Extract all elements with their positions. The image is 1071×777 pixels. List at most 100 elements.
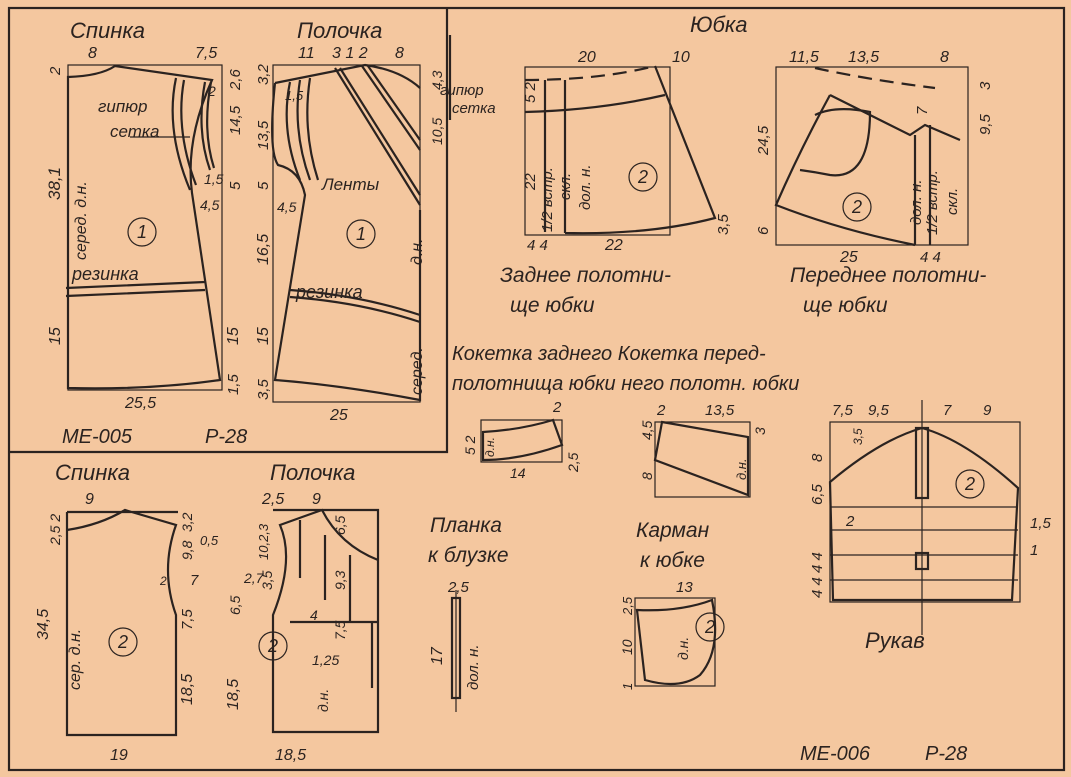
piece-sheet2-front-piece: 2	[267, 636, 278, 656]
dimension-sheet1-back-dims-5: 2	[207, 83, 216, 99]
dimension-sheet1-back-dims-7: 1,5	[204, 171, 224, 187]
label-sheet1-back-lace: гипюр	[98, 97, 147, 116]
dimension-sheet1-front-dims-2: 8	[395, 45, 404, 62]
label-sheet1-front-elastic: резинка	[295, 282, 363, 302]
dimension-sheet2-front-dims-7: 9,3	[332, 570, 348, 590]
dimension-sheet1-front-dims-6: 5	[255, 181, 272, 190]
piece-number-circle	[842, 192, 872, 222]
dimension-sheet1-back-dims-11: 15	[225, 327, 242, 345]
caption-skirt-yoke_caption1: Кокетка заднего Кокетка перед-	[452, 343, 766, 365]
label-sheet2-front-grain: д.н.	[315, 689, 331, 712]
label-sheet1-back-mesh: сетка	[110, 122, 159, 141]
dimension-sheet2-front-dims-1: 9	[312, 491, 321, 508]
piece-skirt-back-piece: 2	[637, 167, 648, 187]
dimension-sheet1-back-dims-12: 1,5	[225, 373, 242, 395]
dimension-sheet2-sleeve-dims-9: 1,5	[1030, 515, 1052, 532]
label-skirt-back-pleat: скл.	[557, 173, 574, 200]
label-sheet1-front-grain: д.н.	[409, 238, 426, 265]
dimension-skirt-front_yoke-dims-3: 3	[752, 427, 768, 435]
dimension-sheet1-front-dims-0: 11	[298, 45, 315, 62]
dimension-sheet2-front-dims-4: 3,5	[259, 570, 275, 590]
dimension-sheet1-front-dims-7: 4,5	[277, 199, 297, 215]
label-skirt-front_yoke-grain: д.н.	[734, 458, 749, 480]
title-sheet2-pocket-title2: к юбке	[640, 549, 705, 572]
front-bodice-1-outline	[271, 63, 422, 403]
dimension-skirt-back-dims-5: 22	[604, 237, 623, 254]
dimension-sheet1-front-dims-9: 15	[255, 327, 272, 345]
dimension-sheet2-back-dims-1: 2,5 2	[47, 514, 63, 546]
dimension-sheet2-sleeve-dims-4: 3,5	[851, 428, 865, 445]
front-bodice-2-outline	[271, 508, 380, 734]
dimension-sheet2-front-dims-8: 4	[310, 607, 318, 623]
dimension-sheet2-sleeve-dims-7: 4 4 4 4	[809, 552, 826, 598]
dimension-sheet2-sleeve-dims-5: 8	[809, 453, 826, 462]
dimension-skirt-front-dims-8: 25	[839, 249, 858, 266]
label-sheet1-front-lace: гипюр	[440, 82, 484, 99]
label-sheet1-front-ribbons: Ленты	[321, 175, 380, 194]
dimension-skirt-back-dims-4: 4 4	[527, 237, 548, 254]
dimension-sheet2-back-dims-4: 0,5	[200, 533, 219, 548]
dimension-skirt-back-dims-3: 22	[522, 173, 539, 191]
dimension-skirt-back_yoke-dims-3: 2,5	[565, 452, 581, 473]
label-sheet2-placket-grain: дол. н.	[465, 644, 482, 690]
dimension-sheet1-front-dims-12: 4,3	[429, 70, 445, 90]
label-sheet1-front-center: серед.	[409, 347, 426, 395]
caption-skirt-back-caption2: ще юбки	[510, 294, 595, 317]
dimension-sheet1-back-dims-2: 2	[47, 66, 64, 76]
label-skirt-back-grain: дол. н.	[577, 164, 594, 210]
dimension-sheet2-front-dims-9: 7,5	[332, 620, 348, 640]
dimension-sheet2-sleeve-dims-2: 7	[943, 402, 952, 419]
label-skirt-front-pleat: скл.	[944, 188, 961, 215]
dimension-skirt-front-dims-7: 6	[755, 226, 772, 235]
label-skirt-front-grain: дол. н.	[908, 179, 925, 225]
dimension-sheet1-front-dims-3: 3,2	[255, 63, 272, 85]
piece-number-circle	[695, 612, 725, 642]
dimension-skirt-back-dims-2: 5 2	[522, 81, 539, 103]
dimension-sheet2-sleeve-dims-8: 2	[845, 513, 855, 530]
label-sheet2-back-center: сер. д.н.	[67, 629, 84, 690]
piece-number-circle	[346, 219, 376, 249]
dimension-sheet2-back-dims-2: 3,2	[179, 512, 195, 532]
dimension-sheet2-front-dims-0: 2,5	[261, 491, 284, 508]
dimension-sheet1-front-dims-8: 16,5	[255, 234, 272, 265]
dimension-skirt-front-dims-5: 7	[914, 106, 931, 115]
dimension-sheet2-front-dims-2: 10,2,3	[256, 523, 271, 560]
caption-skirt-yoke_caption2: полотнища юбки него полотн. юбки	[452, 373, 799, 395]
pocket-outline	[634, 597, 717, 687]
dimension-sheet2-back-dims-7: 7,5	[179, 608, 196, 630]
label-sheet1-back-center: серед. д.н.	[73, 181, 90, 260]
title-sheet2-back-title: Спинка	[55, 460, 130, 485]
code-sheet1-code: МЕ-005	[62, 426, 133, 448]
dimension-skirt-front_yoke-dims-2: 4,5	[639, 420, 655, 440]
dimension-skirt-front-dims-4: 24,5	[755, 125, 772, 156]
piece-sheet2-pocket-piece: 2	[704, 617, 715, 637]
dimension-sheet2-sleeve-dims-1: 9,5	[868, 402, 890, 419]
piece-number-circle	[955, 469, 985, 499]
frame	[7, 6, 1066, 772]
label-skirt-back_yoke-grain: д.н.	[483, 437, 497, 457]
label-skirt-front-half_insert: 1/2 встр.	[924, 170, 941, 235]
dimension-skirt-back-dims-1: 10	[672, 49, 690, 66]
dimension-sheet1-back-dims-0: 8	[88, 45, 97, 62]
piece-sheet2-sleeve-piece: 2	[964, 474, 975, 494]
sleeve-outline	[828, 400, 1021, 635]
piece-number-circle	[258, 631, 288, 661]
dimension-skirt-front-dims-6: 9,5	[977, 113, 994, 135]
label-sheet2-pocket-grain: д.н.	[675, 637, 691, 660]
piece-sheet2-back-piece: 2	[117, 632, 128, 652]
dimension-sheet2-sleeve-dims-6: 6,5	[809, 483, 826, 505]
dimension-sheet1-back-dims-9: 38,1	[45, 167, 64, 200]
dimension-sheet2-back-dims-10: 19	[110, 747, 128, 764]
dimension-sheet1-front-dims-1: 3 1 2	[332, 45, 368, 62]
dimension-skirt-front-dims-1: 13,5	[848, 49, 879, 66]
dimension-sheet2-sleeve-dims-0: 7,5	[832, 402, 854, 419]
dimension-sheet2-back-dims-8: 34,5	[35, 609, 52, 640]
dimension-sheet1-front-dims-10: 3,5	[255, 378, 272, 400]
piece-number-circle	[628, 162, 658, 192]
dimension-sheet2-back-dims-6: 7	[190, 572, 199, 589]
piece-number-circle	[127, 217, 157, 247]
dimension-sheet1-front-dims-11: 25	[329, 407, 348, 424]
code-sheet2-code: МЕ-006	[800, 743, 871, 765]
dimension-sheet2-back-dims-5: 2	[159, 574, 167, 588]
